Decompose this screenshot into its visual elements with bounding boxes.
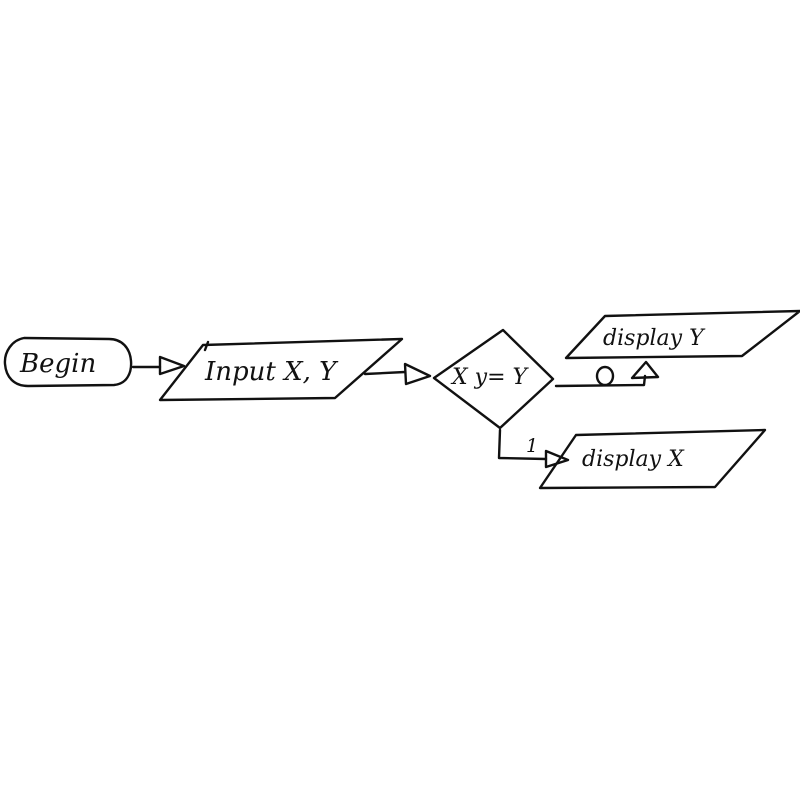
display-y-node: display Y (564, 309, 800, 360)
arrow-input-to-decision (363, 362, 432, 386)
decision-shape (432, 328, 555, 430)
decision-node: X y= Y (432, 328, 555, 430)
begin-shape (3, 336, 133, 388)
edge-label-zero: 0 (0, 0, 12, 5)
display-y-label: display Y (603, 326, 706, 351)
display-x-node: display X (538, 428, 767, 490)
edge-label-one: 1 (526, 435, 538, 457)
input-label: Input X, Y (204, 357, 339, 387)
input-shape (158, 337, 404, 402)
arrow-decision-to-display-y: 0 (0, 0, 660, 388)
zero-marker (595, 365, 615, 387)
decision-label: X y= Y (450, 365, 530, 390)
input-node: Input X, Y (158, 337, 404, 402)
display-x-label: display X (582, 447, 685, 472)
arrow-begin-to-input (131, 355, 186, 376)
begin-label: Begin (19, 349, 96, 379)
display-x-shape (538, 428, 767, 490)
display-y-shape (564, 309, 800, 360)
begin-node: Begin (3, 336, 133, 388)
